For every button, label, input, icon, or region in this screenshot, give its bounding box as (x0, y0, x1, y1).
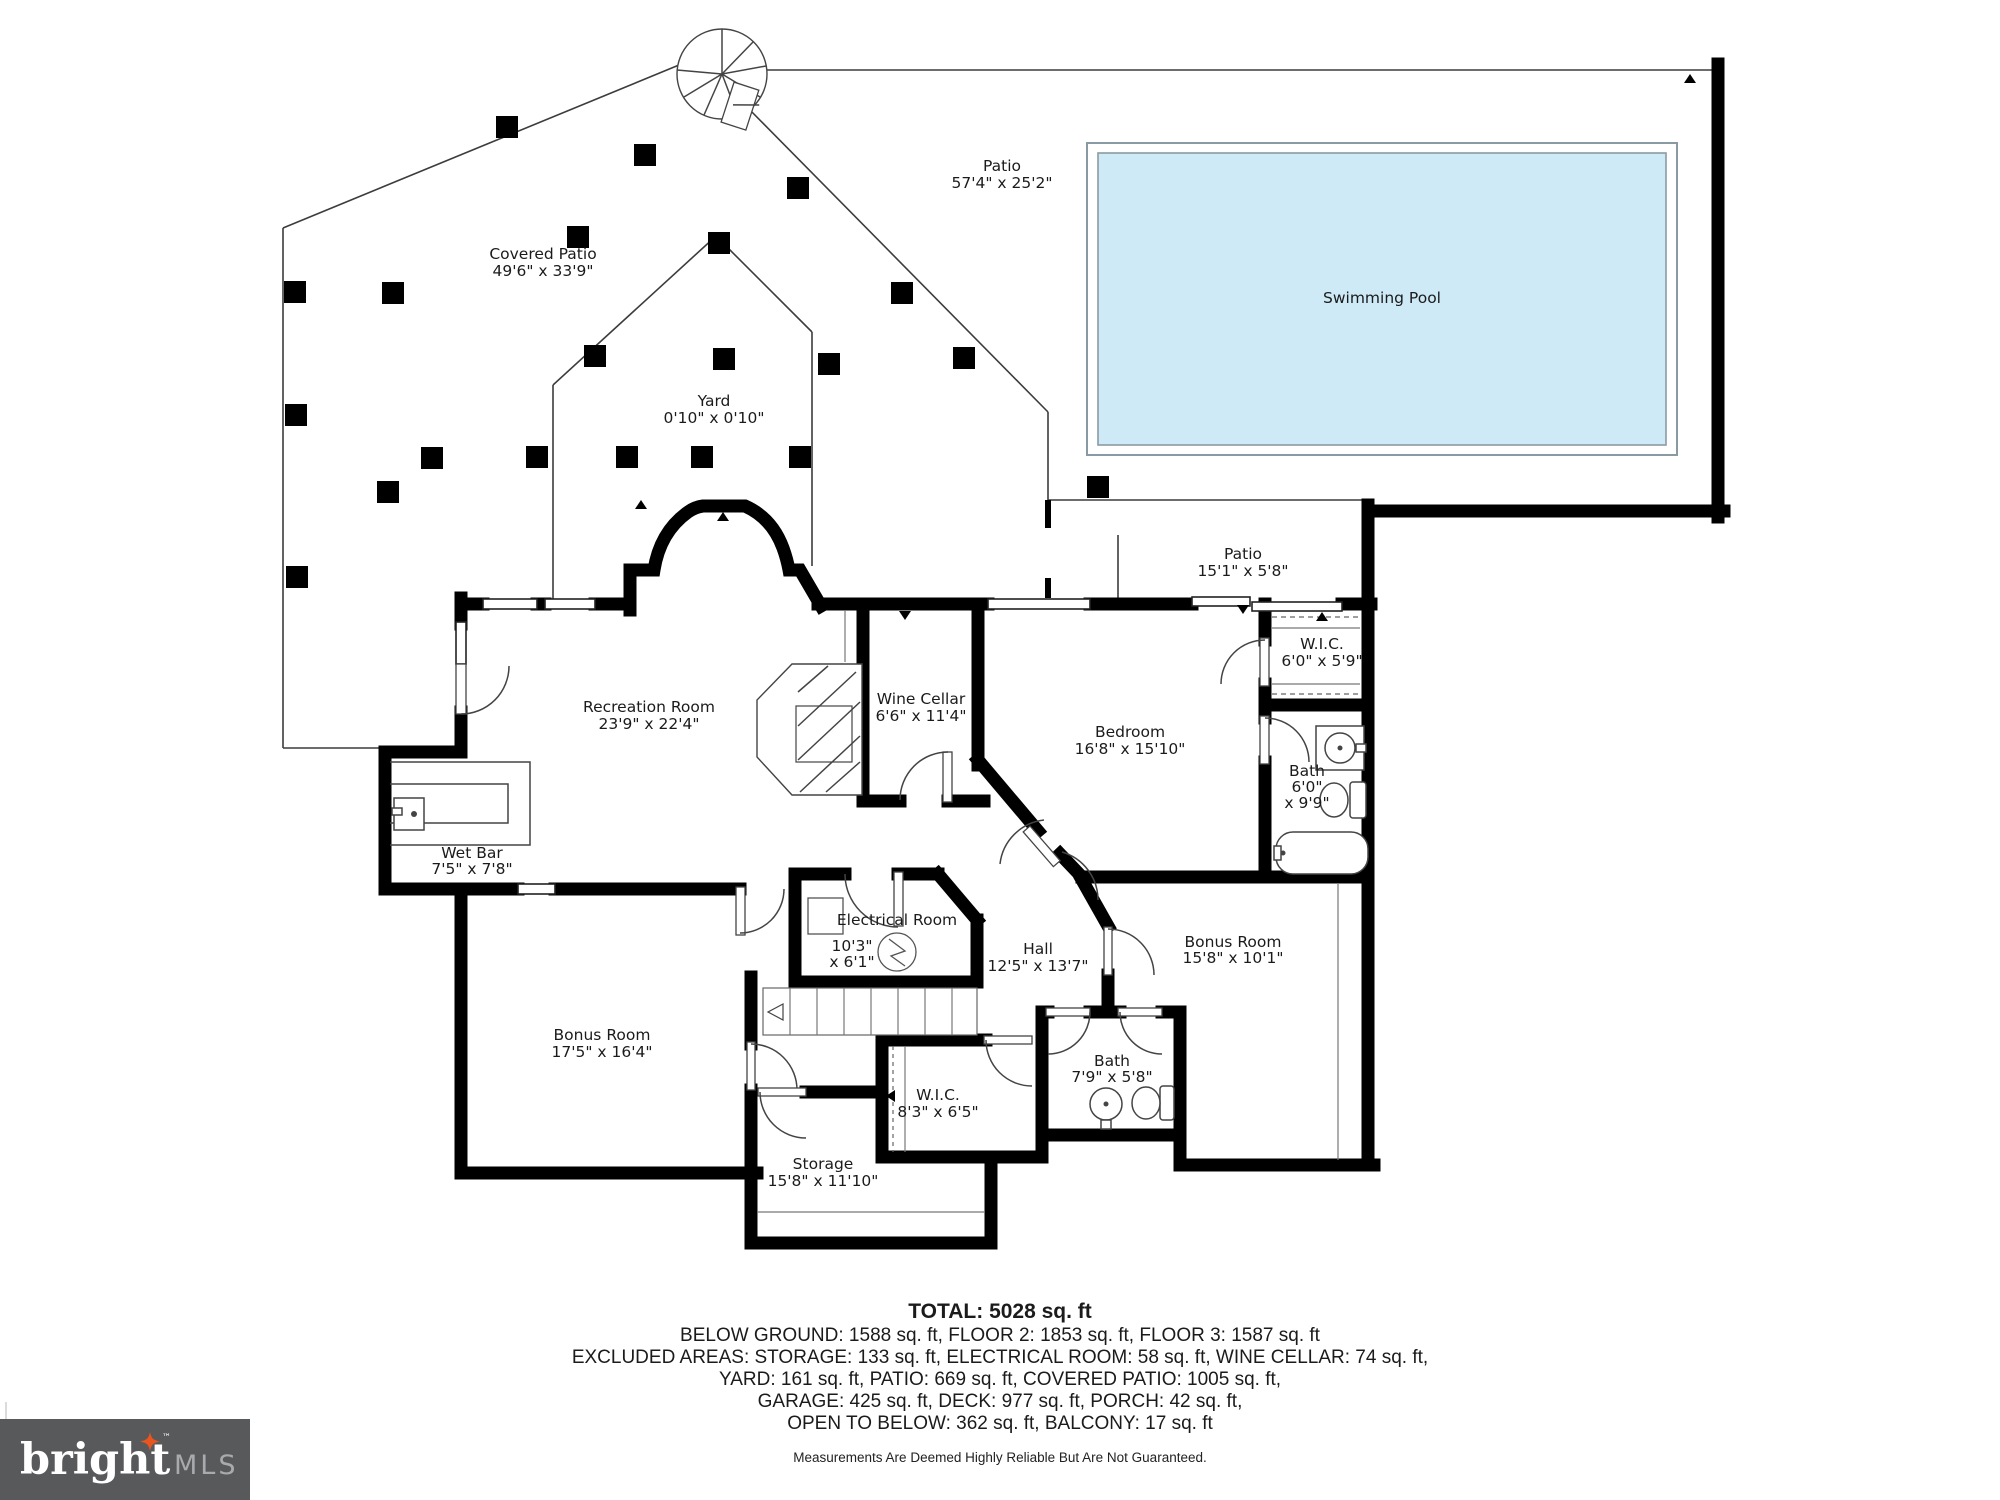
room-label-bedroom: Bedroom (1095, 723, 1165, 741)
bath-fixtures-bedroom (1273, 725, 1369, 875)
room-label-patio-rear: Patio (1224, 545, 1262, 563)
closet-rods (892, 616, 1360, 1152)
room-label-wic-bedroom: W.I.C. (1300, 635, 1344, 653)
summary-total: TOTAL: 5028 sq. ft (908, 1300, 1092, 1323)
room-label-bonus-west: Bonus Room (554, 1026, 651, 1044)
room-label-storage: Storage (793, 1155, 854, 1173)
bath-fixtures-lower (1089, 1085, 1175, 1130)
summary-line-2: EXCLUDED AREAS: STORAGE: 133 sq. ft, ELE… (572, 1347, 1428, 1368)
slider-door-panel (1251, 601, 1343, 612)
room-label-electrical: Electrical Room (837, 911, 957, 929)
room-dims-yard: 0'10" x 0'10" (664, 409, 765, 427)
room-dims-bonus-east: 15'8" x 10'1" (1183, 949, 1284, 967)
room-dims-wet-bar: 7'5" x 7'8" (431, 860, 512, 878)
summary-line-4: GARAGE: 425 sq. ft, DECK: 977 sq. ft, PO… (758, 1391, 1243, 1412)
spiral-staircase-icon (676, 28, 768, 131)
room-label-yard: Yard (697, 392, 731, 410)
room-label-hall: Hall (1023, 940, 1053, 958)
wet-bar-counter (390, 761, 531, 846)
column-posts (284, 116, 1109, 588)
electrical-panel-icon (807, 897, 917, 972)
logo-background (0, 1419, 250, 1500)
room-label-wine-cellar: Wine Cellar (877, 690, 966, 708)
room-dims-storage: 15'8" x 11'10" (768, 1172, 879, 1190)
room-dims2-bath-bedroom: x 9'9" (1284, 794, 1329, 812)
room-label-bonus-east: Bonus Room (1185, 933, 1282, 951)
room-dims-hall: 12'5" x 13'7" (988, 957, 1089, 975)
summary-line-5: OPEN TO BELOW: 362 sq. ft, BALCONY: 17 s… (787, 1413, 1213, 1434)
fireplace-icon (756, 610, 863, 796)
staircase (762, 987, 978, 1036)
room-label-wic-lower: W.I.C. (916, 1086, 960, 1104)
room-label-patio-upper: Patio (983, 157, 1021, 175)
room-dims2-electrical: x 6'1" (829, 953, 874, 971)
room-dims-patio-upper: 57'4" x 25'2" (952, 174, 1053, 192)
disclaimer-text: Measurements Are Deemed Highly Reliable … (793, 1450, 1206, 1465)
room-dims-electrical: 10'3" (832, 937, 873, 955)
room-label-swimming-pool: Swimming Pool (1323, 289, 1441, 307)
room-dims-bonus-west: 17'5" x 16'4" (552, 1043, 653, 1061)
room-label-bath-lower: Bath (1094, 1052, 1130, 1070)
logo-suffix: MLS (174, 1450, 238, 1481)
room-dims-wic-bedroom: 6'0" x 5'9" (1281, 652, 1362, 670)
summary-line-3: YARD: 161 sq. ft, PATIO: 669 sq. ft, COV… (719, 1369, 1281, 1390)
room-dims-bedroom: 16'8" x 15'10" (1075, 740, 1186, 758)
walls (378, 57, 1731, 1250)
room-dims-bath-lower: 7'9" x 5'8" (1071, 1068, 1152, 1086)
area-summary: TOTAL: 5028 sq. ft BELOW GROUND: 1588 sq… (572, 1300, 1428, 1465)
room-dims-wic-lower: 8'3" x 6'5" (897, 1103, 978, 1121)
windows (455, 596, 1343, 895)
room-dims-covered-patio: 49'6" x 33'9" (493, 262, 594, 280)
room-label-bath-bedroom: Bath (1289, 762, 1325, 780)
room-dims-recreation: 23'9" x 22'4" (599, 715, 700, 733)
slider-door-panel (1191, 596, 1251, 607)
room-label-wet-bar: Wet Bar (441, 844, 503, 862)
room-dims-bath-bedroom: 6'0" (1291, 778, 1322, 796)
room-dims-wine-cellar: 6'6" x 11'4" (875, 707, 966, 725)
logo-star-icon (140, 1432, 160, 1451)
logo-tm: ™ (162, 1433, 171, 1443)
room-dims-patio-rear: 15'1" x 5'8" (1197, 562, 1288, 580)
doors (455, 637, 1310, 1139)
logo-wordmark: bright (20, 1435, 170, 1485)
outdoor-boundary-lines (282, 64, 1712, 749)
interior-thin-lines (757, 884, 1339, 1213)
summary-line-1: BELOW GROUND: 1588 sq. ft, FLOOR 2: 1853… (680, 1325, 1321, 1346)
measure-arrows (297, 74, 1722, 1246)
room-label-covered-patio: Covered Patio (489, 245, 596, 263)
room-labels: Patio 57'4" x 25'2" Covered Patio 49'6" … (431, 157, 1441, 1190)
bright-mls-logo: bright ™ MLS (0, 1402, 250, 1500)
pool-water (1097, 152, 1667, 446)
swimming-pool (1086, 142, 1678, 456)
room-label-recreation: Recreation Room (583, 698, 715, 716)
